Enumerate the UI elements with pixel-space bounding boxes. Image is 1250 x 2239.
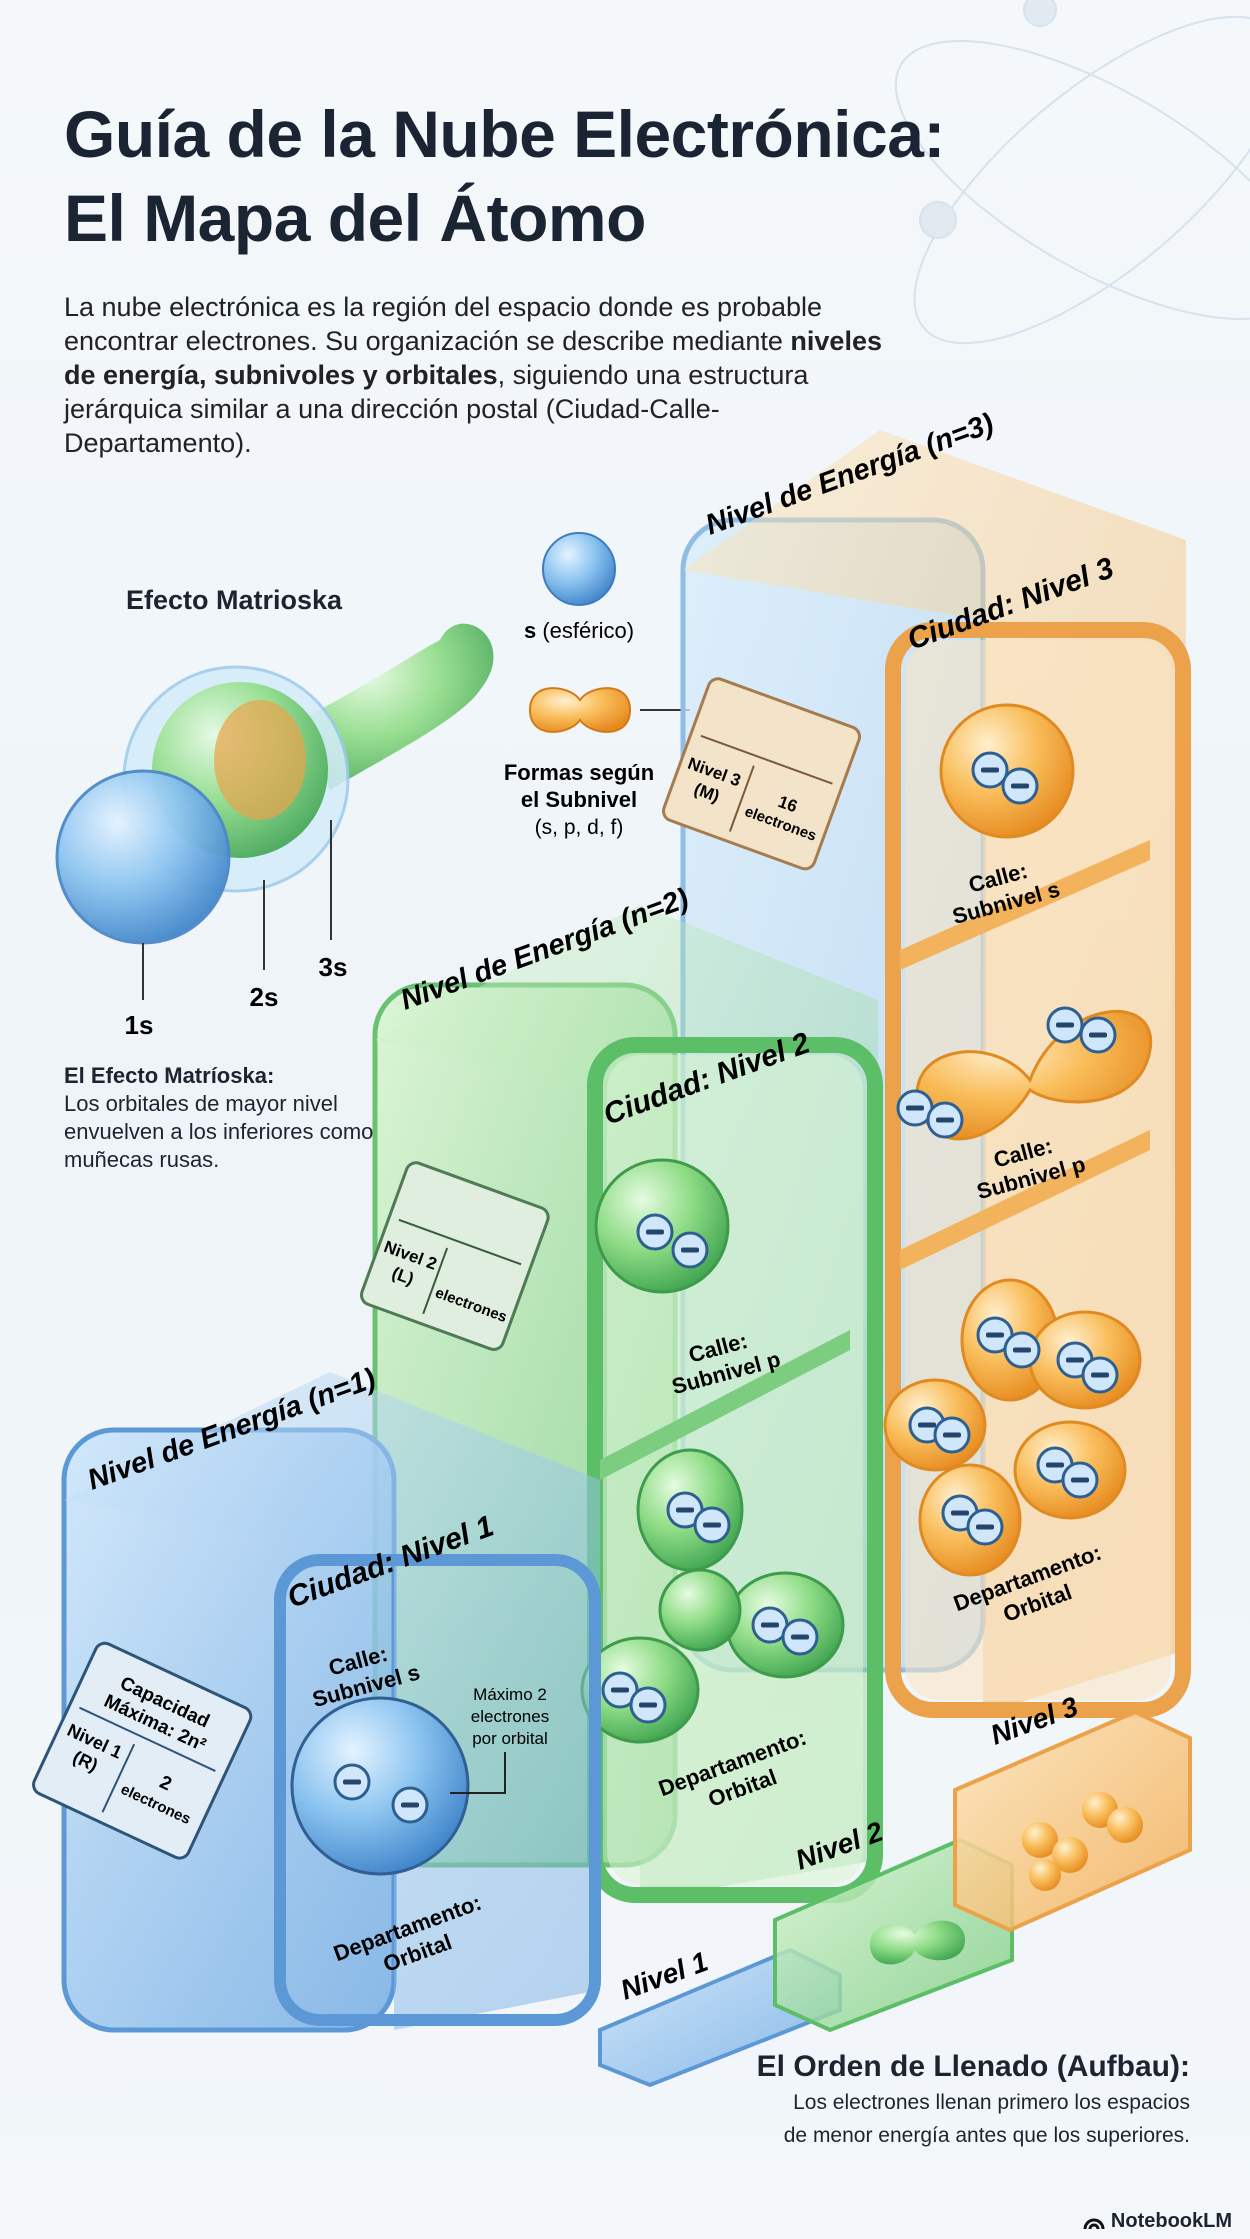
matrioska-label-1s: 1s bbox=[125, 1010, 154, 1040]
s-orbital-icon bbox=[542, 532, 616, 606]
plaque-level-2: Nivel 2 (L) electrones bbox=[360, 1161, 550, 1351]
matrioska-description: El Efecto Matríoska: Los orbitales de ma… bbox=[64, 1063, 374, 1172]
matrioska-label-3s: 3s bbox=[319, 952, 348, 982]
svg-text:electrones: electrones bbox=[471, 1707, 549, 1726]
matrioska-title: Efecto Matrioska bbox=[126, 585, 343, 615]
capsule-level-2: Nivel 2 bbox=[773, 1815, 1014, 2033]
title-line-1: Guía de la Nube Electrónica: bbox=[64, 97, 945, 171]
svg-text:por orbital: por orbital bbox=[472, 1729, 548, 1748]
energy-level-1: Nivel de Energía (n=1) Ciudad: Nivel 1 C… bbox=[32, 1363, 601, 2033]
s-orbital-level-1 bbox=[290, 1696, 470, 1876]
plaque-level-1: Capacidad Máxima: 2n² Nivel 1 (R) 2 elec… bbox=[32, 1641, 253, 1860]
page-title: Guía de la Nube Electrónica: El Mapa del… bbox=[64, 92, 945, 260]
intro-paragraph: La nube electrónica es la región del esp… bbox=[64, 292, 882, 458]
p-orbital-icon bbox=[528, 687, 632, 733]
matrioska-label-2s: 2s bbox=[250, 982, 279, 1012]
atom-orbit-decoration bbox=[894, 0, 1250, 345]
svg-text:Formas según: Formas según bbox=[504, 760, 654, 785]
plaque-level-3: Nivel 3 (M) 16 electrones bbox=[662, 677, 862, 871]
subshell-shapes-legend: s (esférico) Formas según el Subnivel (s… bbox=[504, 532, 690, 839]
svg-text:(s, p, d, f): (s, p, d, f) bbox=[535, 816, 624, 839]
matrioska-orbitals: 1s 2s 3s bbox=[55, 623, 494, 1040]
brand-watermark: NotebookLM bbox=[1083, 2210, 1232, 2233]
svg-text:Máximo 2: Máximo 2 bbox=[473, 1685, 547, 1704]
energy-level-2: Nivel de Energía (n=2) Ciudad: Nivel 2 N… bbox=[360, 883, 883, 1903]
notebooklm-logo-icon bbox=[1083, 2218, 1105, 2229]
aufbau-explanation: El Orden de Llenado (Aufbau): Los electr… bbox=[756, 2050, 1190, 2147]
svg-text:el Subnivel: el Subnivel bbox=[521, 787, 637, 812]
capsule-level-3: Nivel 3 bbox=[953, 1690, 1192, 1933]
svg-text:s (esférico): s (esférico) bbox=[524, 618, 634, 643]
title-line-2: El Mapa del Átomo bbox=[64, 181, 646, 255]
